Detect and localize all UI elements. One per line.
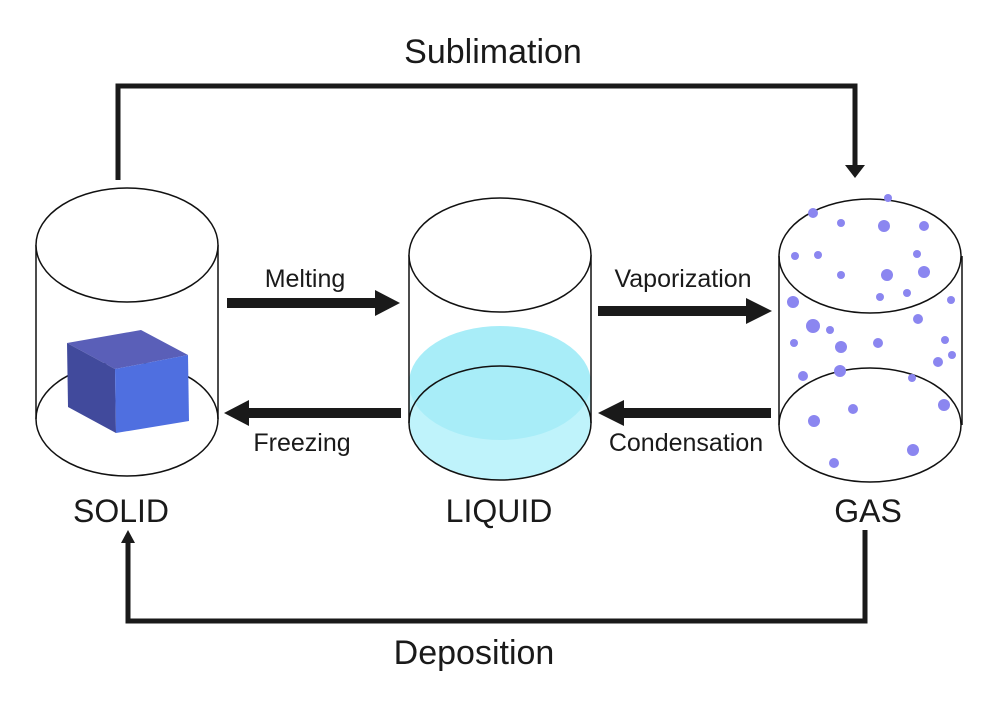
gas-particle: [938, 399, 950, 411]
vaporization-arrow: [598, 298, 772, 324]
gas-particle: [876, 293, 884, 301]
gas-particle: [837, 219, 845, 227]
gas-particle: [941, 336, 949, 344]
liquid-fill: [409, 326, 591, 480]
melting-arrow: [227, 290, 400, 316]
gas-particle: [913, 250, 921, 258]
gas-particle: [903, 289, 911, 297]
gas-particle: [787, 296, 799, 308]
cube-icon: [67, 330, 189, 433]
liquid-container: [408, 197, 592, 481]
melting-label: Melting: [265, 265, 346, 293]
sublimation-arrow: [115, 83, 865, 180]
deposition-arrow: [121, 530, 868, 624]
condensation-label: Condensation: [609, 429, 763, 457]
freezing-label: Freezing: [253, 429, 350, 457]
gas-particle: [806, 319, 820, 333]
gas-particle: [808, 208, 818, 218]
gas-particle: [884, 194, 892, 202]
deposition-label: Deposition: [394, 634, 555, 672]
gas-particle: [848, 404, 858, 414]
gas-particle: [907, 444, 919, 456]
solid-label: SOLID: [73, 493, 169, 529]
gas-particle: [908, 374, 916, 382]
gas-particle: [881, 269, 893, 281]
liquid-label: LIQUID: [446, 493, 553, 529]
gas-particle: [918, 266, 930, 278]
gas-particle: [878, 220, 890, 232]
gas-particle: [798, 371, 808, 381]
vaporization-label: Vaporization: [614, 265, 751, 293]
gas-particle: [835, 341, 847, 353]
sublimation-label: Sublimation: [404, 33, 582, 71]
gas-particle: [933, 357, 943, 367]
condensation-arrow: [598, 400, 771, 426]
gas-container: [778, 194, 963, 483]
gas-particle: [948, 351, 956, 359]
gas-particle: [837, 271, 845, 279]
gas-particle: [834, 365, 846, 377]
gas-particle: [808, 415, 820, 427]
gas-particle: [829, 458, 839, 468]
gas-particle: [814, 251, 822, 259]
gas-particles: [787, 194, 956, 468]
gas-label: GAS: [834, 493, 902, 529]
gas-particle: [826, 326, 834, 334]
gas-particle: [873, 338, 883, 348]
gas-particle: [790, 339, 798, 347]
solid-container: [35, 187, 219, 477]
gas-particle: [791, 252, 799, 260]
gas-particle: [913, 314, 923, 324]
gas-particle: [919, 221, 929, 231]
freezing-arrow: [224, 400, 401, 426]
gas-particle: [947, 296, 955, 304]
